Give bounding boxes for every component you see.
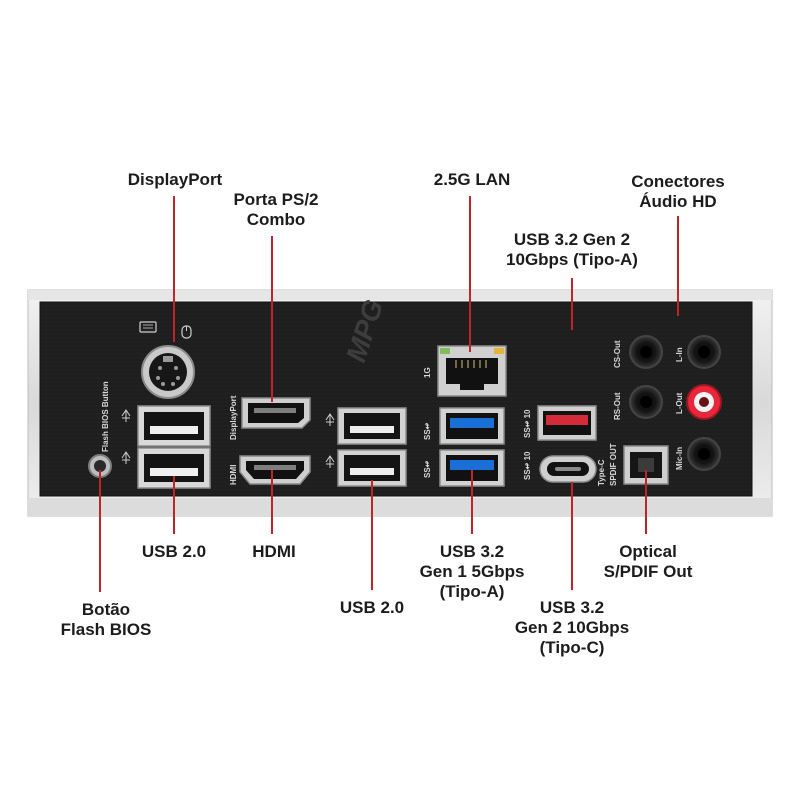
usb32-gen2-typea-port — [537, 405, 597, 441]
label-optical-line-2: S/PDIF Out — [603, 562, 693, 581]
silk-l-out: L-Out — [675, 392, 684, 414]
silk-spdif-out: SPDIF OUT — [609, 443, 618, 486]
label-usb20-center: USB 2.0 — [322, 598, 422, 618]
label-flash-bios-line-2: Flash BIOS — [60, 620, 152, 639]
label-audio-line-2: Áudio HD — [639, 192, 717, 211]
hdmi-port — [239, 455, 311, 485]
label-usb32-gen2-a-line-2: 10Gbps (Tipo-A) — [506, 250, 638, 269]
label-audio: Conectores Áudio HD — [610, 172, 746, 212]
label-usb32-gen2-typea: USB 3.2 Gen 2 10Gbps (Tipo-A) — [490, 230, 654, 270]
keyboard-icon — [139, 321, 157, 333]
label-displayport-line-1: DisplayPort — [127, 170, 223, 189]
leader-lines — [99, 196, 679, 592]
label-flash-bios: Botão Flash BIOS — [46, 600, 166, 640]
usb32-gen1-stack — [439, 407, 505, 487]
label-audio-line-1: Conectores — [631, 172, 725, 191]
label-usb32-gen1: USB 3.2 Gen 1 5Gbps (Tipo-A) — [404, 542, 540, 602]
silk-displayport: DisplayPort — [229, 395, 238, 440]
label-usb32-gen2-c-line-1: USB 3.2 — [539, 598, 605, 617]
audio-jack-l-in — [687, 335, 721, 369]
label-usb20-left-line-1: USB 2.0 — [141, 542, 207, 561]
label-usb32-gen2-a-line-1: USB 3.2 Gen 2 — [513, 230, 631, 249]
ps2-port — [141, 345, 195, 399]
silk-flash-bios-button: Flash BIOS Button — [101, 381, 110, 452]
label-usb32-gen1-line-2: Gen 1 5Gbps — [419, 562, 525, 581]
silk-ss-10-bottom: SS↫ 10 — [523, 451, 532, 480]
silk-hdmi: HDMI — [229, 465, 238, 485]
lan-port — [437, 345, 507, 397]
usb32-gen2-typec-port — [539, 455, 597, 483]
label-optical-spdif: Optical S/PDIF Out — [586, 542, 710, 582]
label-usb32-gen1-line-3: (Tipo-A) — [439, 582, 505, 601]
label-displayport: DisplayPort — [108, 170, 242, 190]
label-lan-line-1: 2.5G LAN — [433, 170, 511, 189]
optical-spdif-port — [623, 445, 669, 485]
displayport-port — [241, 397, 311, 429]
label-flash-bios-line-1: Botão — [81, 600, 131, 619]
silk-type-c: Type-C — [597, 459, 606, 486]
label-usb32-gen1-line-1: USB 3.2 — [439, 542, 505, 561]
label-optical-line-1: Optical — [619, 542, 677, 561]
label-hdmi-line-1: HDMI — [252, 542, 296, 561]
label-ps2-line-1: Porta PS/2 — [233, 190, 319, 209]
silk-ss-10-top: SS↫ 10 — [523, 409, 532, 438]
label-usb32-gen2-typec: USB 3.2 Gen 2 10Gbps (Tipo-C) — [500, 598, 644, 658]
silk-ss-5-bottom: SS↫ — [423, 460, 432, 478]
audio-jack-mic-in — [687, 437, 721, 471]
label-hdmi: HDMI — [232, 542, 316, 562]
silk-mic-in: Mic-In — [675, 447, 684, 470]
silk-l-in: L-In — [675, 347, 684, 362]
label-ps2-line-2: Combo — [246, 210, 306, 229]
audio-jack-cs-out — [629, 335, 663, 369]
shield-bottom-lip — [28, 498, 772, 516]
silk-ss-5-top: SS↫ — [423, 422, 432, 440]
silk-cs-out: CS-Out — [613, 340, 622, 368]
mouse-icon — [181, 325, 192, 339]
shield-top-lip — [28, 290, 772, 300]
label-usb20-left: USB 2.0 — [124, 542, 224, 562]
audio-jack-l-out — [686, 384, 722, 420]
label-usb32-gen2-c-line-3: (Tipo-C) — [539, 638, 605, 657]
label-usb20-center-line-1: USB 2.0 — [339, 598, 405, 617]
label-ps2-combo: Porta PS/2 Combo — [216, 190, 336, 230]
label-lan: 2.5G LAN — [412, 170, 532, 190]
silk-lan-speed: 1G — [423, 367, 432, 378]
silk-rs-out: RS-Out — [613, 392, 622, 420]
black-panel — [39, 301, 753, 497]
label-usb32-gen2-c-line-2: Gen 2 10Gbps — [514, 618, 630, 637]
audio-jack-rs-out — [629, 385, 663, 419]
